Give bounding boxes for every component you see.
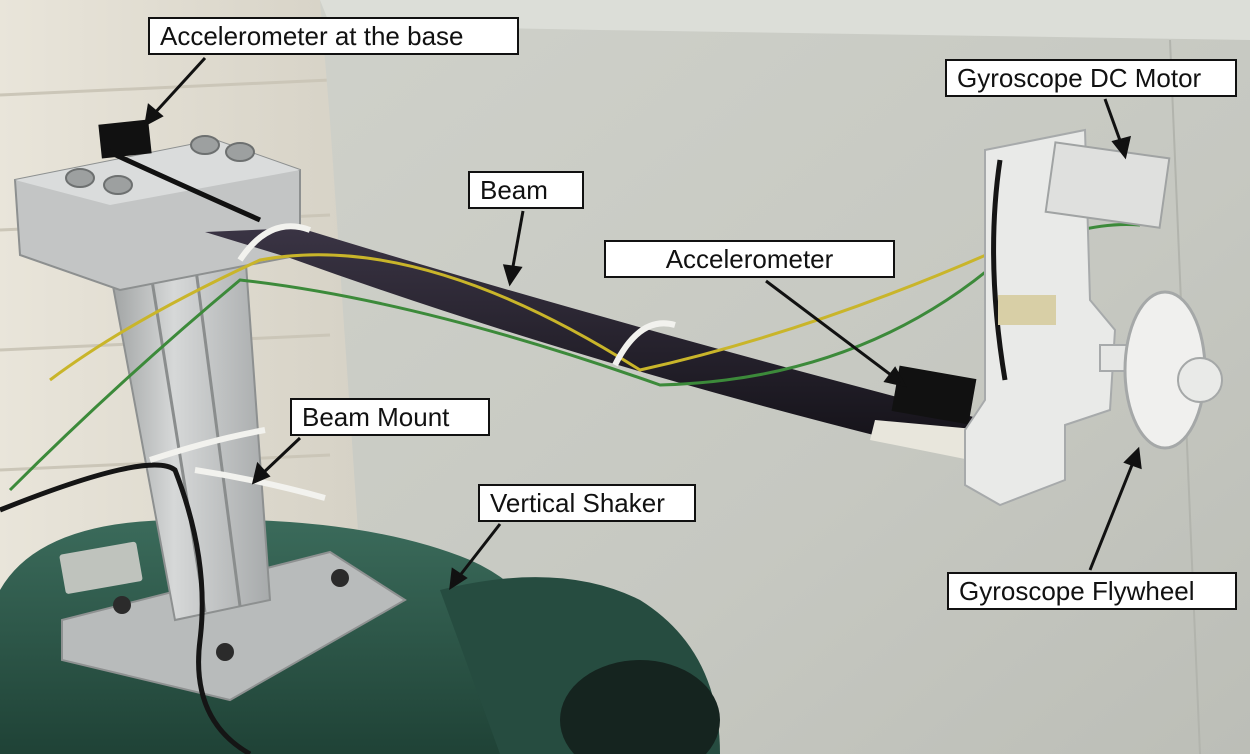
- cable-ties: [149, 223, 676, 501]
- label-gyroscope-flywheel: Gyroscope Flywheel: [947, 572, 1237, 610]
- black-cable: [0, 462, 252, 754]
- mount-base-plate: [61, 550, 407, 702]
- flywheel-hub: [1177, 357, 1223, 403]
- shaker-opening: [560, 660, 720, 754]
- beam-accelerometer: [891, 365, 977, 425]
- base-accelerometer: [98, 119, 152, 159]
- label-vertical-shaker: Vertical Shaker: [478, 484, 696, 522]
- label-accelerometer-at-base: Accelerometer at the base: [148, 17, 519, 55]
- base-bolts: [113, 569, 349, 661]
- label-accelerometer: Accelerometer: [604, 240, 895, 278]
- gyroscope-dc-motor: [1044, 141, 1171, 229]
- annotation-arrows: [144, 56, 1142, 590]
- cabinet-top-edge: [320, 0, 1250, 40]
- gyroscope-gimbal-block: [998, 295, 1056, 325]
- clamp-bolts: [65, 135, 255, 195]
- base-accelerometer-cable: [103, 147, 262, 223]
- shaker-nameplate: [59, 541, 143, 594]
- label-beam: Beam: [468, 171, 584, 209]
- label-gyroscope-dc-motor: Gyroscope DC Motor: [945, 59, 1237, 97]
- beam-tip: [870, 420, 985, 462]
- label-beam-mount: Beam Mount: [290, 398, 490, 436]
- motor-belt: [991, 159, 1008, 381]
